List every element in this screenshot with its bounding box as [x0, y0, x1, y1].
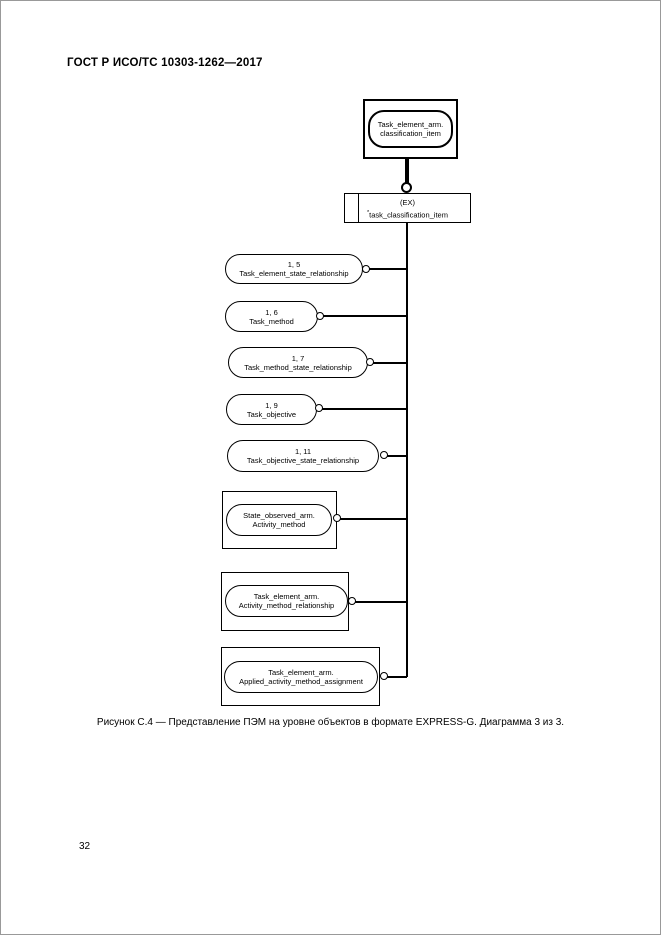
- top-entity-box: Task_element_arm. classification_item: [363, 99, 458, 159]
- top-entity-stadium: Task_element_arm. classification_item: [368, 110, 453, 148]
- port-circle-icon: [380, 672, 388, 680]
- connector-line: [384, 676, 407, 678]
- port-circle-icon: [316, 312, 324, 320]
- entity-name: Task_method: [249, 316, 294, 326]
- circle-connector-icon: [401, 182, 412, 193]
- port-circle-icon: [380, 451, 388, 459]
- connector-line: [355, 601, 407, 603]
- port-circle-icon: [348, 597, 356, 605]
- ex-label: (EX): [400, 198, 415, 207]
- connector-line: [340, 518, 407, 520]
- entity-bubble-task-method: 1, 6 Task_method: [225, 301, 318, 332]
- entity-stadium: Task_element_arm. Activity_method_relati…: [225, 585, 348, 617]
- boxed-entity-applied-activity-method-assignment: Task_element_arm. Applied_activity_metho…: [221, 647, 380, 706]
- port-circle-icon: [366, 358, 374, 366]
- entity-name: State_observed_arm.: [243, 511, 315, 520]
- entity-name: Task_element_state_relationship: [239, 269, 349, 278]
- entity-name: classification_item: [380, 129, 441, 138]
- entity-name: Task_element_arm.: [377, 120, 444, 129]
- connector-line: [373, 362, 407, 364]
- connector-line: [369, 268, 407, 270]
- document-header: ГОСТ Р ИСО/ТС 10303-1262—2017: [67, 57, 263, 69]
- figure-caption: Рисунок С.4 — Представление ПЭМ на уровн…: [96, 717, 565, 728]
- port-circle-icon: [333, 514, 341, 522]
- page-ref: 1, 6: [265, 307, 278, 317]
- entity-bubble-task-objective-state-relationship: 1, 11 Task_objective_state_relationship: [227, 440, 379, 472]
- entity-name: Task_element_arm.: [268, 668, 334, 677]
- stem-line: [405, 158, 409, 183]
- entity-stadium: Task_element_arm. Applied_activity_metho…: [224, 661, 378, 693]
- ex-ref-name: task_classification_item: [369, 210, 448, 220]
- port-circle-icon: [362, 265, 370, 273]
- ex-box-divider: [358, 194, 359, 222]
- page-ref: 1, 5: [287, 260, 301, 269]
- entity-name: Activity_method_relationship: [238, 601, 335, 610]
- connector-line: [323, 315, 407, 317]
- ex-ref: *task_classification_item: [345, 208, 470, 221]
- entity-name: Activity_method: [252, 520, 306, 529]
- port-circle-icon: [315, 404, 323, 412]
- page-ref: 1, 11: [294, 447, 312, 456]
- ex-select-box: (EX) *task_classification_item: [344, 193, 471, 223]
- entity-bubble-task-method-state-relationship: 1, 7 Task_method_state_relationship: [228, 347, 368, 378]
- ex-ref-sup: *: [367, 210, 370, 216]
- page-ref: 1, 9: [265, 400, 278, 410]
- entity-name: Task_objective_state_relationship: [246, 456, 360, 465]
- entity-name: Applied_activity_method_assignment: [239, 677, 363, 686]
- page-number: 32: [79, 841, 91, 852]
- trunk-line: [406, 223, 408, 677]
- entity-name: Task_method_state_relationship: [244, 362, 352, 372]
- entity-bubble-task-element-state-relationship: 1, 5 Task_element_state_relationship: [225, 254, 363, 284]
- page-ref: 1, 7: [291, 353, 305, 363]
- entity-name: Task_objective: [246, 409, 297, 419]
- connector-line: [384, 455, 407, 457]
- connector-line: [322, 408, 407, 410]
- entity-bubble-task-objective: 1, 9 Task_objective: [226, 394, 317, 425]
- boxed-entity-state-observed-activity-method: State_observed_arm. Activity_method: [222, 491, 337, 549]
- entity-name: Task_element_arm.: [253, 592, 320, 601]
- boxed-entity-activity-method-relationship: Task_element_arm. Activity_method_relati…: [221, 572, 349, 631]
- entity-stadium: State_observed_arm. Activity_method: [226, 504, 332, 536]
